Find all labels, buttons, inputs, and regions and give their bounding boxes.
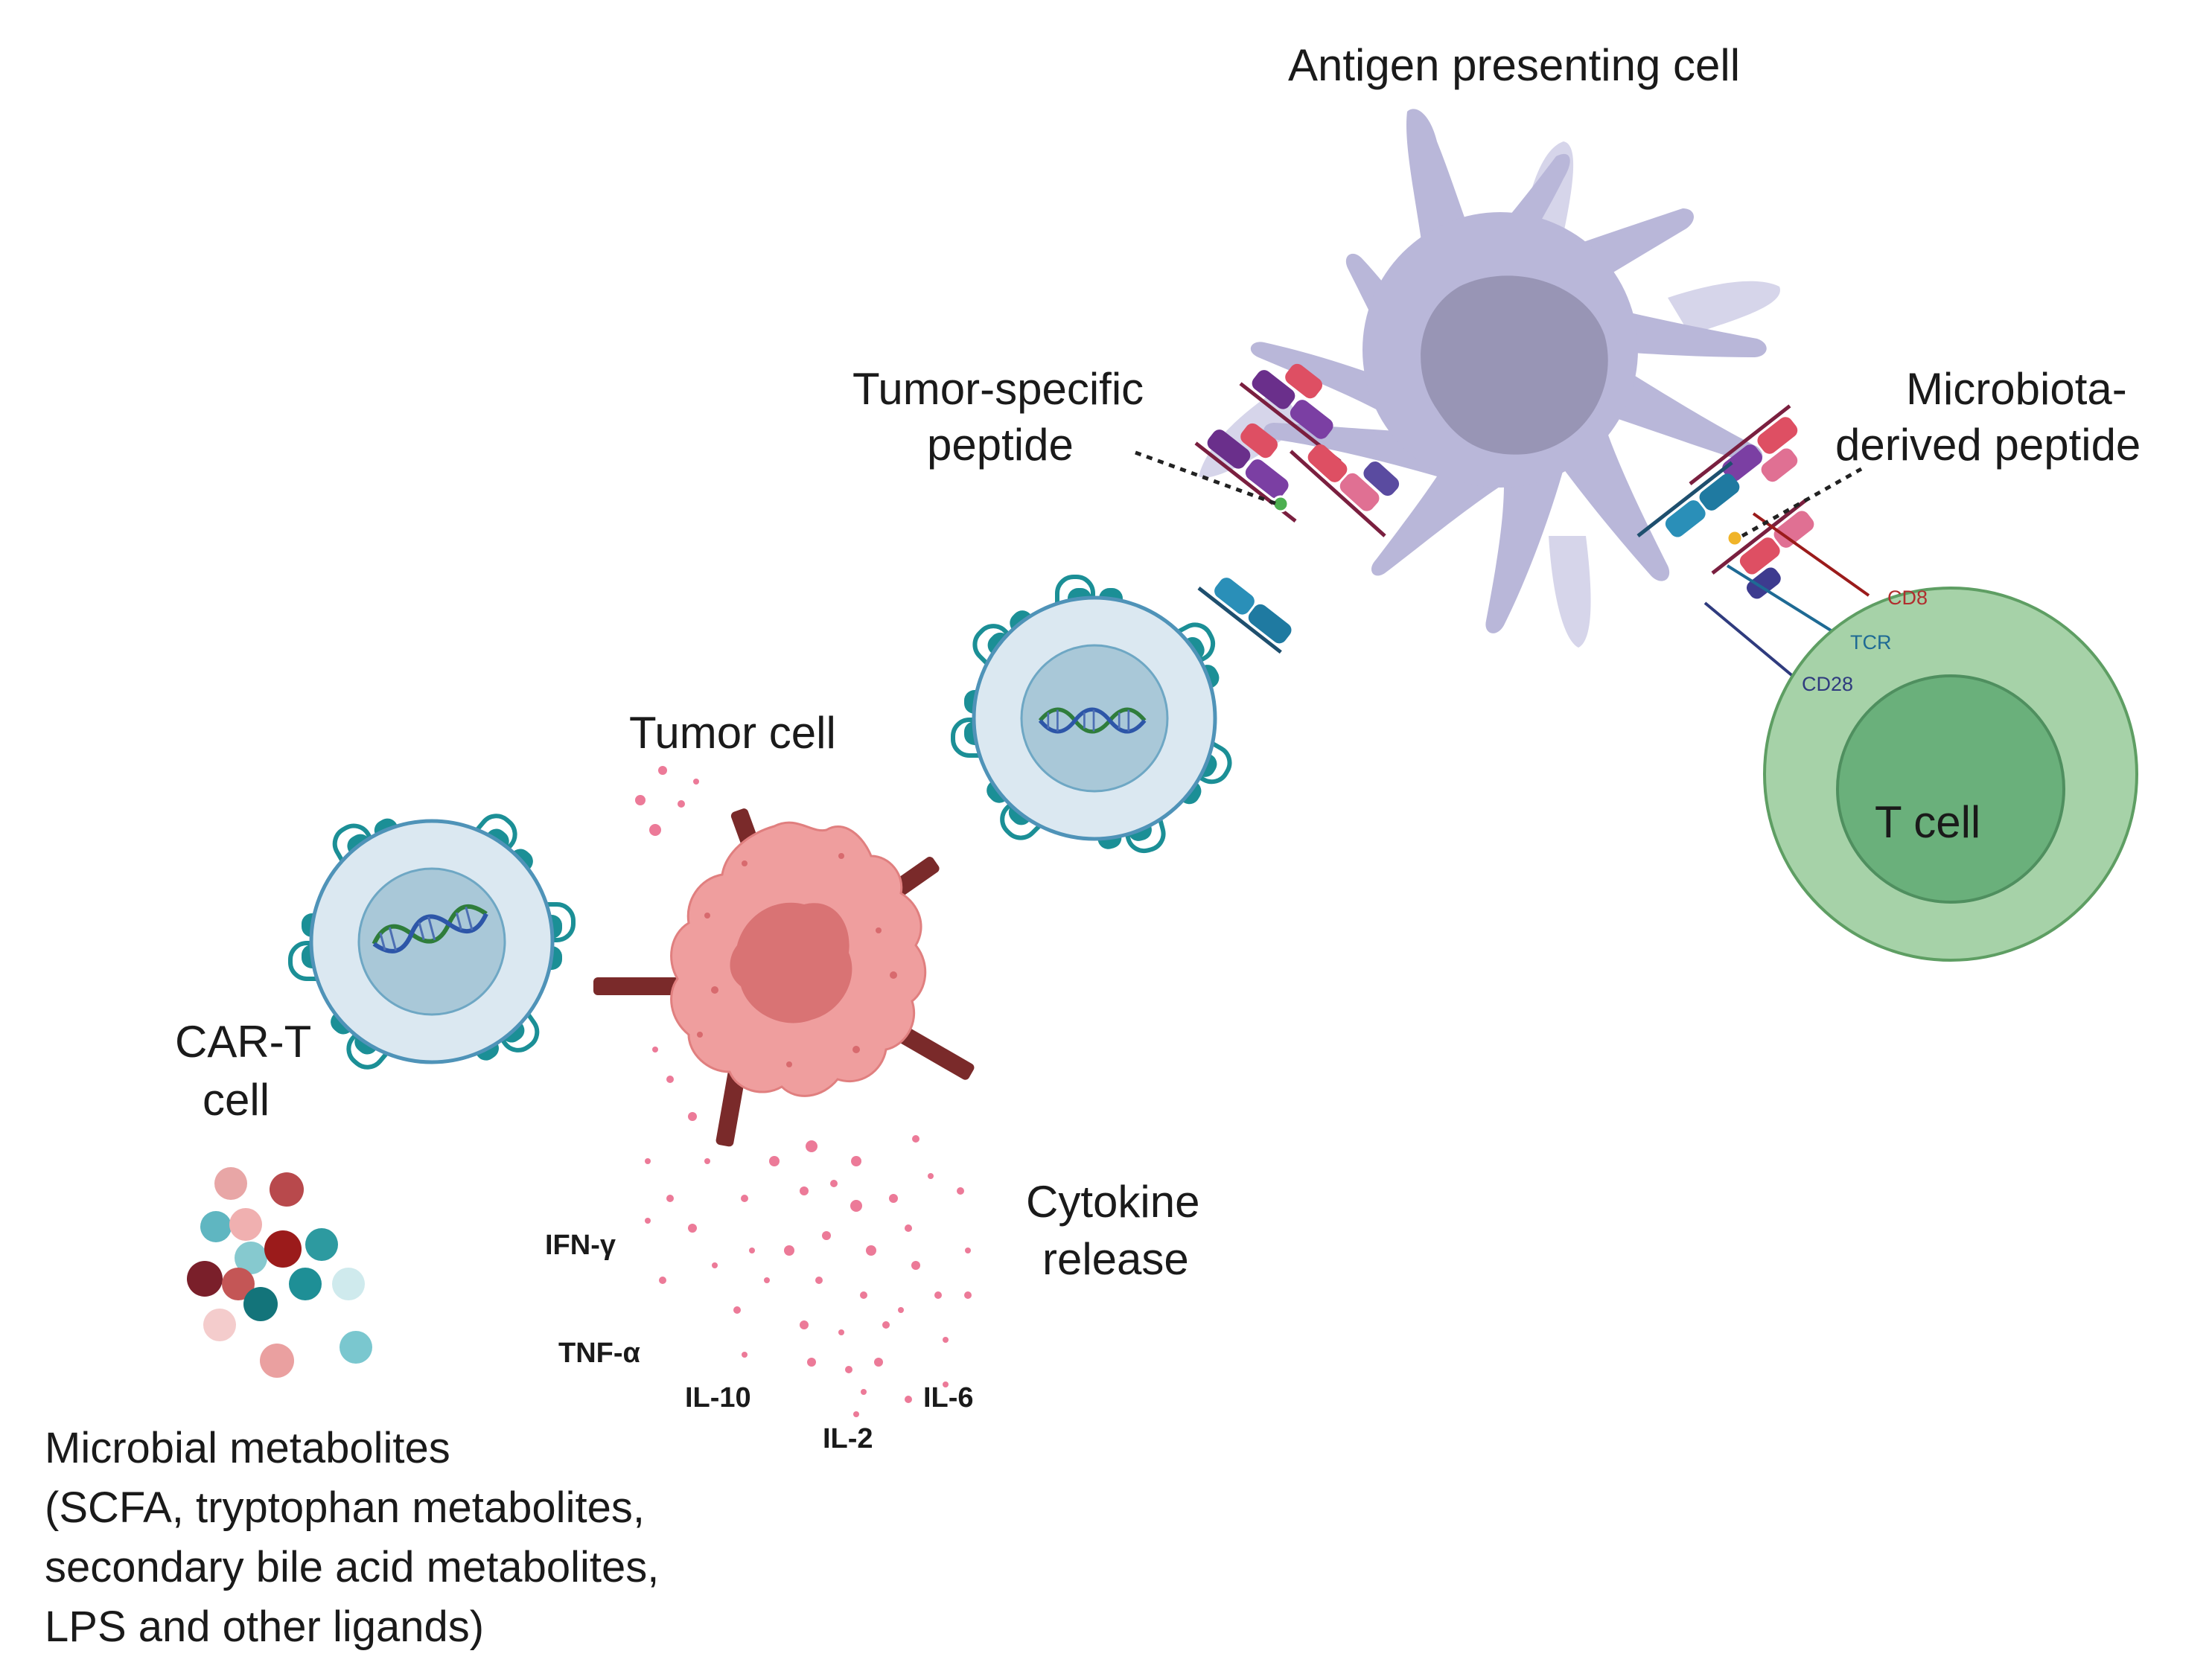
car-t-cell-left xyxy=(290,805,573,1073)
tumor-cell-label: Tumor cell xyxy=(629,708,836,758)
tumor-peptide-dot xyxy=(1272,495,1290,513)
cytokine-ifn-gamma: IFN-γ xyxy=(545,1230,616,1261)
cytokine-release-label-line2: release xyxy=(1042,1234,1189,1284)
microbial-metabolites xyxy=(187,1167,372,1378)
car-t-label-line2: cell xyxy=(203,1075,270,1125)
tcr-label: TCR xyxy=(1850,631,1892,654)
microbiota-peptide-dot xyxy=(1726,529,1744,547)
metabolites-label-line1: Microbial metabolites xyxy=(45,1424,450,1472)
metabolites-label-line4: LPS and other ligands) xyxy=(45,1603,484,1651)
microbiota-peptide-label-line1: Microbiota- xyxy=(1906,364,2127,414)
cytokine-il-2: IL-2 xyxy=(823,1423,873,1454)
car-t-cell-middle xyxy=(953,577,1236,862)
tumor-cell xyxy=(593,808,975,1147)
cytokine-il-10: IL-10 xyxy=(685,1382,751,1414)
microbiota-peptide-label-line2: derived peptide xyxy=(1835,420,2141,470)
apc-label: Antigen presenting cell xyxy=(1288,40,1740,90)
metabolites-label-line3: secondary bile acid metabolites, xyxy=(45,1543,659,1591)
cytokine-il-6: IL-6 xyxy=(923,1382,974,1414)
metabolites-label-line2: (SCFA, tryptophan metabolites, xyxy=(45,1483,645,1532)
cytokine-dots xyxy=(635,766,972,1417)
cytokine-release-label-line1: Cytokine xyxy=(1026,1177,1199,1227)
cd8-label: CD8 xyxy=(1887,587,1928,609)
apc-tcell-synapse xyxy=(1636,404,1870,679)
t-cell xyxy=(1763,587,2138,962)
apc-nucleus xyxy=(1421,275,1608,455)
cd28-label: CD28 xyxy=(1802,673,1853,695)
tumor-nucleus xyxy=(730,902,852,1023)
cytokine-tnf-alpha: TNF-α xyxy=(558,1338,640,1369)
apc-mhc-complexes-left xyxy=(1196,342,1400,537)
tumor-peptide-leader xyxy=(1135,450,1278,506)
tcr-complexes-left xyxy=(1197,495,1292,654)
tumor-peptide-label-line1: Tumor-specific xyxy=(852,364,1144,414)
antigen-presenting-cell xyxy=(1199,109,1780,648)
car-t-label-line1: CAR-T xyxy=(175,1017,311,1067)
t-cell-label: T cell xyxy=(1875,797,1980,847)
tumor-peptide-label-line2: peptide xyxy=(927,420,1074,470)
t-cell-nucleus xyxy=(1836,674,2065,904)
